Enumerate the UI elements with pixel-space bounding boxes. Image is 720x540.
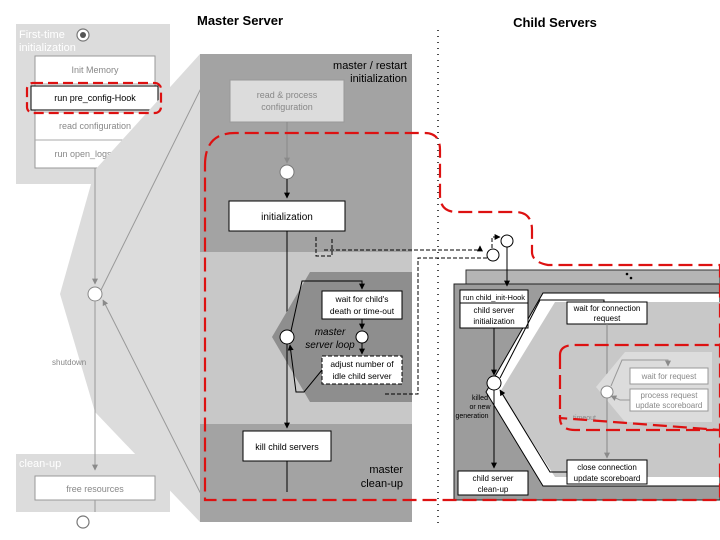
free-resources-box	[34, 475, 156, 501]
close-connection-line2: update scoreboard	[574, 474, 641, 483]
initialization-text: initialization	[261, 212, 313, 223]
read-config-line1: read & process	[257, 90, 318, 100]
flow-arrow	[499, 389, 567, 473]
initialization-label: initialization	[19, 42, 76, 54]
spawn-link	[491, 234, 501, 248]
wait-connection-line1: wait for connection	[573, 304, 641, 313]
free-resources-text: free resources	[66, 484, 124, 494]
killed-line1: killed	[472, 395, 488, 402]
config-phase-highlight	[203, 131, 720, 502]
process-request-line2: update scoreboard	[636, 401, 703, 410]
step-open-logs-hook: run open_logs-Hook	[54, 149, 136, 159]
wait-connection-line2: request	[594, 314, 621, 323]
spawn-link	[324, 245, 483, 252]
wait-request-text: wait for request	[641, 372, 697, 381]
merge-node-icon	[87, 286, 103, 302]
spawn-node-icon	[500, 234, 514, 248]
master-server-heading: Master Server	[197, 13, 283, 28]
step-read-configuration: read configuration	[59, 121, 131, 131]
killed-line3: generation	[455, 413, 488, 420]
child-init-box	[459, 289, 529, 329]
step-pre-config-hook: run pre_config-Hook	[54, 93, 136, 103]
child-init-hook-text: run child_init-Hook	[463, 293, 525, 302]
child-cleanup-line1: child server	[473, 474, 514, 483]
loop-node-icon	[355, 330, 369, 344]
wait-request-box	[629, 367, 709, 385]
flow-arrow	[287, 344, 323, 393]
request-phase-highlight	[558, 343, 720, 432]
spawn-node-icon	[486, 248, 500, 262]
loop-label-line1: master	[315, 327, 346, 338]
child-stack-back	[465, 269, 720, 285]
start-node-dot-icon	[80, 32, 86, 38]
child-servers-heading: Child Servers	[513, 15, 597, 30]
stack-dot-icon	[625, 272, 629, 276]
wait-child-box	[321, 290, 403, 320]
stack-dot-icon	[629, 276, 633, 280]
flow-arrow	[610, 395, 630, 401]
restart-label-line2: initialization	[350, 73, 407, 85]
child-cleanup-box	[457, 470, 529, 496]
adjust-line1: adjust number of	[330, 359, 394, 369]
killed-line2: or new	[469, 404, 491, 411]
timeout-label: timeout	[573, 415, 596, 422]
flow-arrow	[610, 359, 671, 387]
loop-node-icon	[279, 329, 295, 345]
process-request-line1: process request	[641, 391, 699, 400]
child-cleanup-line2: clean-up	[478, 485, 509, 494]
wait-child-line2: death or time-out	[330, 306, 395, 316]
wait-child-line1: wait for child's	[334, 294, 388, 304]
kill-child-text: kill child servers	[255, 442, 319, 452]
master-cleanup-line1: master	[369, 464, 403, 476]
read-config-line2: configuration	[261, 102, 313, 112]
adjust-line2: idle child server	[332, 371, 391, 381]
master-cleanup-line2: clean-up	[361, 478, 403, 490]
kill-child-box	[242, 430, 332, 462]
first-time-label: First-time	[19, 29, 65, 41]
child-init-line1: child server	[474, 306, 515, 315]
flow-arrow	[290, 280, 365, 332]
end-node-icon	[76, 515, 90, 529]
step-init-memory: Init Memory	[71, 65, 119, 75]
spawn-link	[385, 254, 493, 395]
read-config-box	[229, 79, 345, 123]
pre-config-hook-box	[30, 85, 159, 111]
restart-label-line1: master / restart	[333, 60, 407, 72]
spawn-link	[315, 237, 333, 257]
loop-label-line2: server loop	[305, 340, 355, 351]
close-connection-box	[566, 459, 648, 485]
child-init-line2: initialization	[473, 317, 514, 326]
close-connection-line1: close connection	[577, 463, 637, 472]
pre-config-highlight	[25, 81, 163, 115]
initialization-box	[228, 200, 346, 232]
merge-node-icon	[279, 164, 295, 180]
child-loop-node-icon	[486, 375, 502, 391]
shutdown-label: shutdown	[52, 358, 86, 367]
cleanup-label: clean-up	[19, 458, 61, 470]
